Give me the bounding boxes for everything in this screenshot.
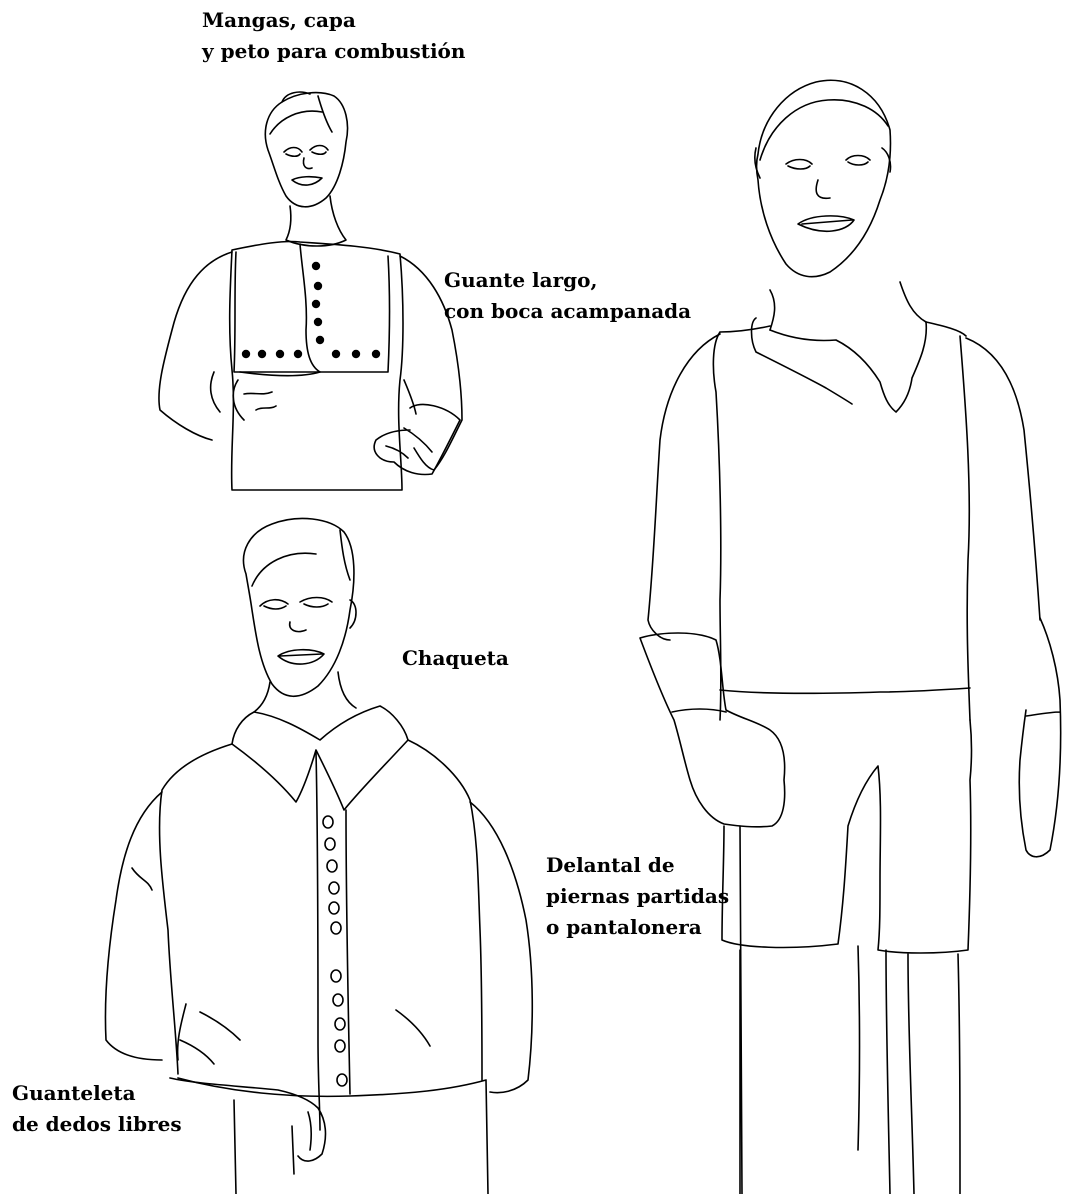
label-mangas-line2: y peto para combustión [202, 36, 465, 67]
label-guante-line1: Guante largo, [444, 265, 691, 296]
figure-cape-bib [159, 92, 462, 490]
label-chaqueta-line1: Chaqueta [402, 643, 509, 674]
label-mangas-capa-peto: Mangas, capa y peto para combustión [202, 5, 465, 67]
figure1-eyes [284, 146, 328, 157]
figure1-long-glove [374, 404, 460, 474]
figure3-left-arm [648, 334, 720, 640]
figure2-eyes [260, 598, 332, 610]
figure2-nose [290, 622, 306, 632]
label-guanteleta: Guanteleta de dedos libres [12, 1078, 182, 1140]
figure1-cape [234, 244, 390, 372]
label-guanteleta-line1: Guanteleta [12, 1078, 182, 1109]
figure3-right-arm [966, 338, 1040, 620]
figure3-right-glove [1019, 618, 1060, 857]
label-guante-largo: Guante largo, con boca acampanada [444, 265, 691, 327]
figure3-collar [752, 318, 927, 412]
label-delantal-line1: Delantal de [546, 850, 729, 881]
figure1-torso [230, 241, 403, 490]
label-delantal-line2: piernas partidas [546, 881, 729, 912]
label-guanteleta-line2: de dedos libres [12, 1109, 182, 1140]
figure3-hair [755, 100, 891, 178]
figure3-trouser-legs [740, 826, 960, 1194]
figure2-jacket-buttons [323, 816, 347, 1086]
figure-apron [640, 80, 1061, 1194]
figure2-hair [252, 530, 350, 586]
figure1-head [265, 93, 347, 207]
figure1-shirt-folds [244, 392, 276, 410]
figure2-right-sleeve [470, 802, 532, 1093]
figure3-body [713, 322, 970, 720]
figure3-belt [720, 688, 970, 693]
label-delantal: Delantal de piernas partidas o pantalone… [546, 850, 729, 943]
figure2-hem [178, 1078, 488, 1194]
figure3-apron-legs [722, 720, 972, 953]
figure2-mouth [278, 650, 324, 664]
label-guante-line2: con boca acampanada [444, 296, 691, 327]
figure2-head [244, 518, 354, 696]
figure1-hair [270, 92, 332, 134]
figure1-nose [303, 158, 312, 169]
label-delantal-line3: o pantalonera [546, 912, 729, 943]
figure1-cape-studs [242, 262, 380, 358]
figure2-collar [232, 706, 408, 810]
figure3-neck [770, 282, 926, 330]
figure3-mouth [798, 216, 854, 231]
figure2-jacket-body [160, 740, 482, 1080]
figure3-eyes [786, 156, 870, 170]
label-mangas-line1: Mangas, capa [202, 5, 465, 36]
figure1-mouth [292, 177, 322, 185]
figure3-nose [816, 180, 830, 198]
figure2-body-folds [180, 1010, 430, 1064]
label-chaqueta: Chaqueta [402, 643, 509, 674]
figure3-left-glove [640, 633, 785, 827]
